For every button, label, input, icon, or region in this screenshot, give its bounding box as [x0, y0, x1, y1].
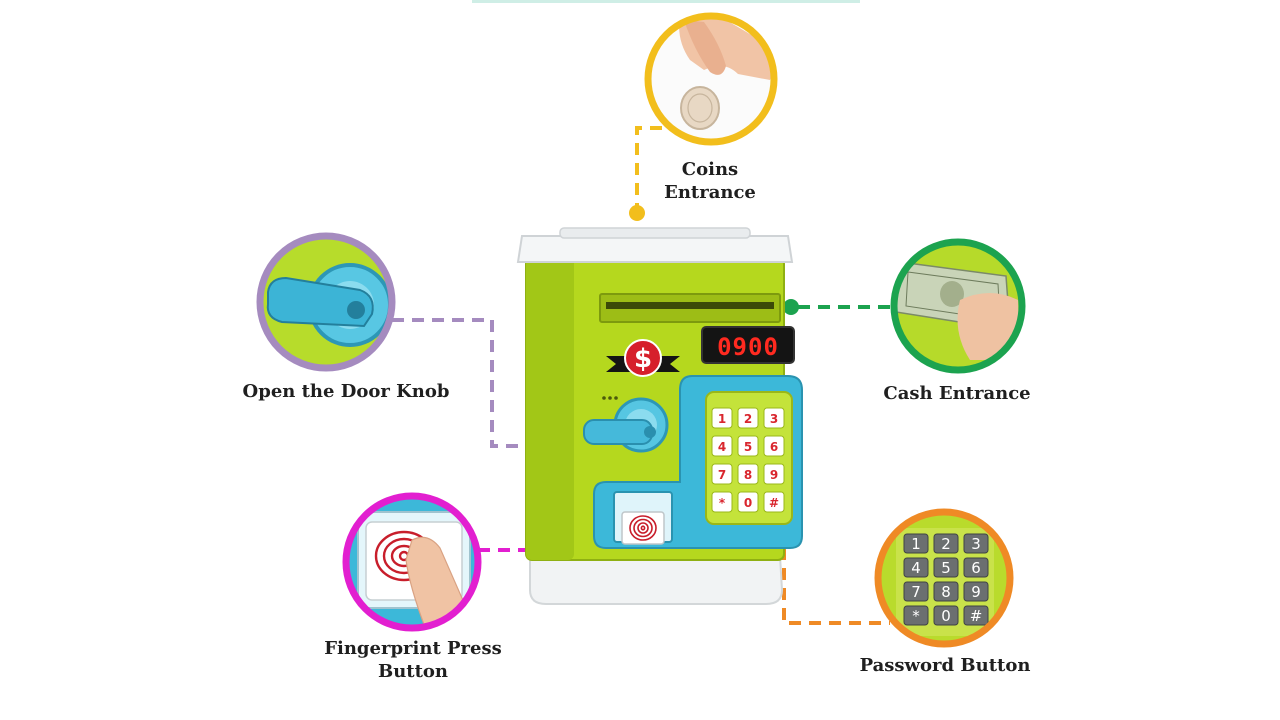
door-knob: [583, 397, 669, 453]
svg-text:6: 6: [770, 440, 778, 454]
svg-text:*: *: [719, 496, 726, 510]
svg-text:2: 2: [744, 412, 752, 426]
fingerprint-label-line2: Button: [377, 661, 449, 682]
safe-key-star: *: [711, 491, 733, 513]
fingerprint-icon: [629, 515, 657, 541]
password-key-5: 5: [933, 557, 959, 578]
dollar-emblem: [624, 339, 662, 377]
coins-label-line1: Coins: [681, 159, 739, 180]
cash-photo-circle: [890, 238, 1026, 374]
svg-text:8: 8: [744, 468, 752, 482]
cash-anchor-dot: [783, 299, 799, 315]
svg-text:4: 4: [911, 559, 921, 577]
svg-text:1: 1: [911, 535, 921, 553]
safe-key-hash: #: [763, 491, 785, 513]
password-photo-circle: 1 2 3 4 5 6 7 8 9 * 0 #: [874, 508, 1014, 648]
coins-entrance-label: Coins Entrance: [640, 158, 780, 204]
door-knob-label: Open the Door Knob: [242, 381, 450, 402]
svg-text:#: #: [769, 496, 779, 510]
password-key-7: 7: [903, 581, 929, 602]
password-key-8: 8: [933, 581, 959, 602]
password-button-label: Password Button: [859, 655, 1031, 676]
password-key-9: 9: [963, 581, 989, 602]
svg-text:2: 2: [941, 535, 951, 553]
digital-display: 0900: [717, 333, 779, 361]
cash-entrance-label: Cash Entrance: [883, 383, 1031, 404]
knob-photo-circle: [256, 232, 396, 372]
safe-base: [529, 555, 784, 605]
password-key-4: 4: [903, 557, 929, 578]
password-key-0: 0: [933, 605, 959, 626]
password-key-2: 2: [933, 533, 959, 554]
svg-text:6: 6: [971, 559, 981, 577]
dollar-emblem-symbol: $: [634, 344, 652, 374]
password-key-6: 6: [963, 557, 989, 578]
top-accent-bar: [472, 0, 860, 3]
safe-key-6: 6: [763, 435, 785, 457]
safe-key-8: 8: [737, 463, 759, 485]
svg-text:5: 5: [941, 559, 951, 577]
password-connector: [782, 528, 890, 625]
knob-closeup-icon: [266, 263, 392, 347]
cash-slot: [606, 302, 774, 309]
safe-key-2: 2: [737, 407, 759, 429]
svg-text:*: *: [912, 607, 920, 625]
coins-connector: [635, 126, 662, 206]
svg-text:7: 7: [718, 468, 726, 482]
safe-side-shade: [526, 258, 574, 560]
safe-key-3: 3: [763, 407, 785, 429]
speaker-dots: [602, 396, 618, 400]
fingerprint-button-label: Fingerprint Press Button: [318, 637, 508, 683]
coins-photo-circle: [644, 12, 778, 146]
svg-text:4: 4: [718, 440, 726, 454]
safe-key-9: 9: [763, 463, 785, 485]
password-key-hash: #: [963, 605, 989, 626]
svg-text:3: 3: [770, 412, 778, 426]
fingerprint-photo-circle: [342, 492, 482, 632]
svg-text:8: 8: [941, 583, 951, 601]
digital-display-frame: [701, 326, 795, 364]
svg-text:0: 0: [941, 607, 951, 625]
safe-key-5: 5: [737, 435, 759, 457]
safe-key-0: 0: [737, 491, 759, 513]
safe-lid-top: [559, 227, 751, 239]
safe-lid: [516, 235, 794, 263]
svg-text:0: 0: [744, 496, 752, 510]
svg-text:1: 1: [718, 412, 726, 426]
password-key-1: 1: [903, 533, 929, 554]
password-keypad-closeup: 1 2 3 4 5 6 7 8 9 * 0 #: [896, 528, 994, 636]
safe-illustration: 0900 $ 1 2 3 4 5 6 7 8 9 * 0 #: [516, 227, 803, 605]
svg-text:5: 5: [744, 440, 752, 454]
password-key-3: 3: [963, 533, 989, 554]
coins-label-line2: Entrance: [664, 182, 756, 203]
svg-text:#: #: [970, 607, 983, 625]
fingerprint-label-line1: Fingerprint Press: [324, 638, 502, 659]
svg-text:9: 9: [971, 583, 981, 601]
svg-text:3: 3: [971, 535, 981, 553]
svg-text:9: 9: [770, 468, 778, 482]
safe-key-7: 7: [711, 463, 733, 485]
password-key-star: *: [903, 605, 929, 626]
safe-key-1: 1: [711, 407, 733, 429]
safe-key-4: 4: [711, 435, 733, 457]
hand-coin-icon: [679, 16, 774, 130]
coins-anchor-dot: [629, 205, 645, 221]
safe-keypad: 1 2 3 4 5 6 7 8 9 * 0 #: [711, 407, 785, 513]
svg-text:7: 7: [911, 583, 921, 601]
hand-banknote-icon: [895, 261, 1020, 360]
